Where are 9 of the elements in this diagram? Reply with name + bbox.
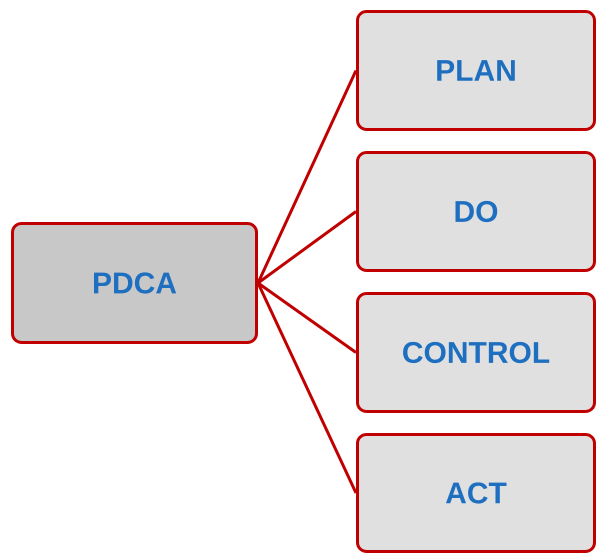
process-box: PLAN (356, 10, 596, 131)
process-box: PDCA (11, 222, 258, 344)
process-box: CONTROL (356, 292, 596, 413)
process-box: DO (356, 151, 596, 272)
connector-line (257, 282, 357, 354)
connector-line (257, 210, 357, 284)
connector-line (256, 70, 358, 284)
connector-line (256, 282, 358, 494)
process-box: ACT (356, 432, 596, 553)
